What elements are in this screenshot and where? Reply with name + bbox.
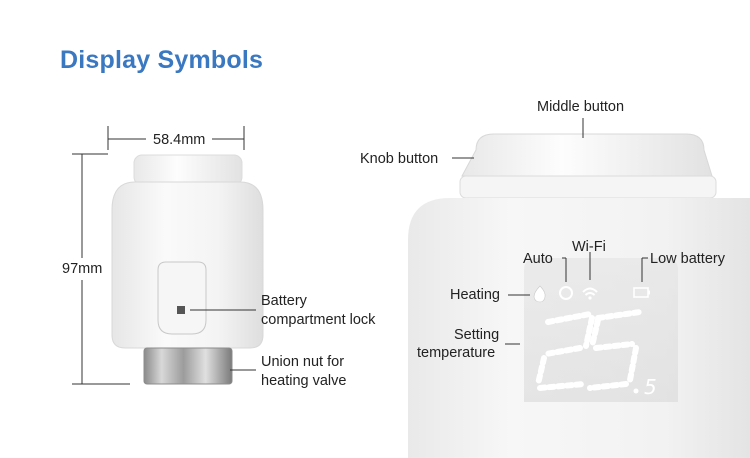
- width-dimension-label: 58.4mm: [151, 131, 208, 149]
- wifi-label: Wi-Fi: [572, 239, 606, 255]
- battery-window: [157, 261, 207, 335]
- setting-temperature-label-line1: Setting: [454, 327, 500, 343]
- height-dimension-label: 97mm: [62, 260, 103, 278]
- auto-label: Auto: [523, 251, 553, 267]
- low-battery-label: Low battery: [650, 251, 725, 267]
- heating-label: Heating: [450, 287, 500, 303]
- display-screen: [524, 258, 678, 402]
- heating-flame-icon: [533, 285, 546, 303]
- left-knob-cap: [133, 154, 243, 186]
- auto-clock-icon: [559, 286, 573, 300]
- setting-temperature-label-line2: temperature: [417, 345, 496, 361]
- wifi-icon: [582, 287, 598, 296]
- battery-lock-label-line1: Battery: [261, 293, 307, 309]
- temperature-segments: [535, 309, 643, 391]
- page-title: Display Symbols: [60, 46, 264, 74]
- union-nut: [143, 347, 233, 385]
- battery-lock-label-line2: compartment lock: [261, 312, 376, 328]
- union-nut-label-line2: heating valve: [261, 373, 347, 389]
- battery-lock-icon: [177, 306, 185, 314]
- union-nut-label-line1: Union nut for: [261, 354, 345, 370]
- temperature-decimal: 5: [644, 375, 657, 399]
- right-knob: [461, 133, 713, 177]
- knob-button-label: Knob button: [360, 151, 439, 167]
- middle-button-label: Middle button: [537, 99, 625, 115]
